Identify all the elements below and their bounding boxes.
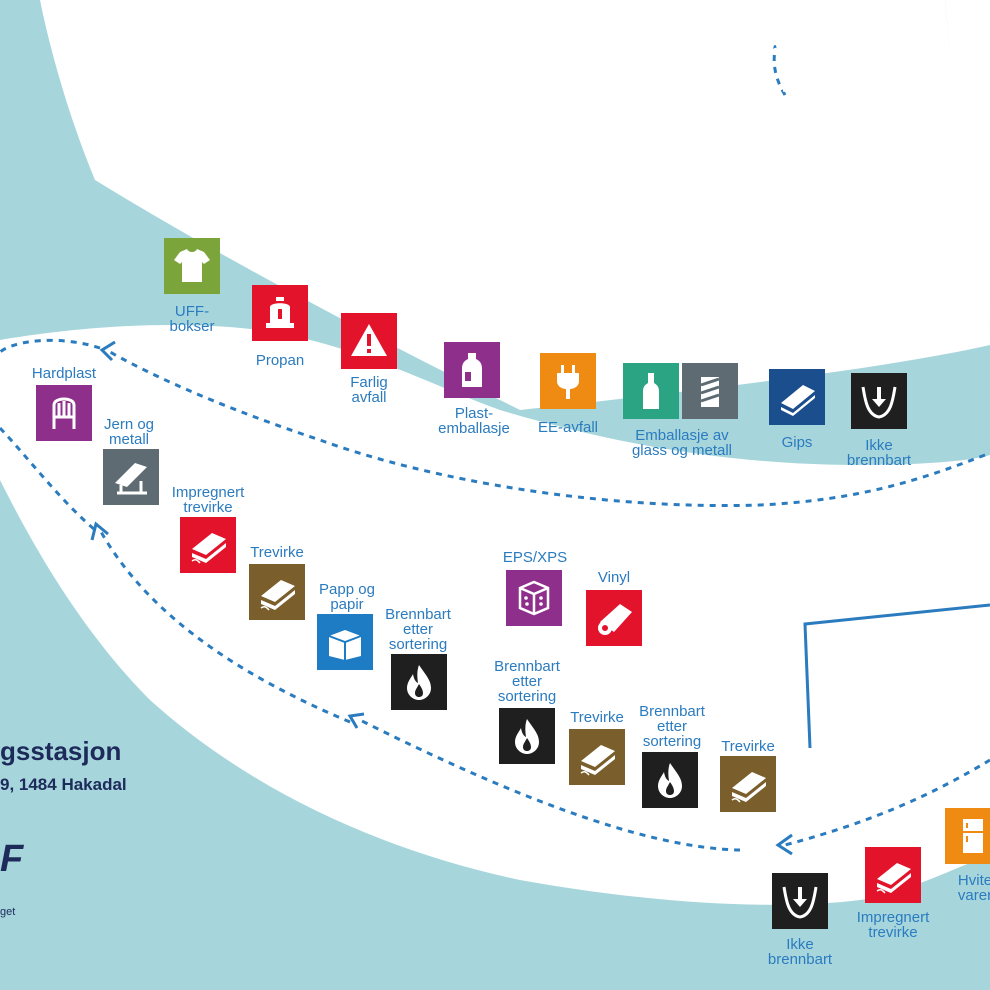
station-label-hvite: Hvite varer <box>957 872 990 904</box>
building-outline <box>803 603 990 749</box>
station-uff <box>164 238 220 294</box>
station-label-ikke2: Ikke brennbart <box>767 936 833 968</box>
station-label-impregnert1: Impregnert trevirke <box>171 484 245 516</box>
plank-icon <box>260 580 295 611</box>
glass-bottle-icon <box>643 373 659 409</box>
station-label-plast: Plast- emballasje <box>438 405 510 437</box>
flame-icon <box>407 665 431 700</box>
chair-icon <box>52 397 76 429</box>
flame-icon <box>658 763 682 798</box>
upper-ground <box>40 0 990 410</box>
station-label-farlig: Farlig avfall <box>350 374 388 406</box>
station-plast <box>444 342 500 398</box>
station-eps <box>506 570 562 626</box>
station-papp <box>317 614 373 670</box>
station-trevirke3 <box>720 756 776 812</box>
station-label-propan: Propan <box>255 352 305 369</box>
plank-icon <box>876 863 911 894</box>
station-label-gips: Gips <box>781 434 813 451</box>
right-ground <box>945 0 990 330</box>
plug-icon <box>557 365 579 399</box>
warning-triangle-icon <box>351 324 387 356</box>
foam-icon <box>518 580 550 616</box>
station-label-trevirke1: Trevirke <box>250 544 304 561</box>
route-lines <box>0 44 990 852</box>
funnel-icon <box>782 886 818 919</box>
station-vinyl <box>586 590 642 646</box>
station-hardplast <box>36 385 92 441</box>
station-label-brenn2: Brennbart etter sortering <box>494 658 560 705</box>
gas-cylinder-icon <box>266 297 294 328</box>
station-hvite <box>945 808 990 864</box>
station-impregnert1 <box>180 517 236 573</box>
route-right <box>784 758 990 847</box>
bottle-icon <box>462 353 482 387</box>
route-arrows <box>90 340 793 856</box>
route-lower-left <box>98 529 351 724</box>
can-icon <box>700 377 720 407</box>
plank-icon <box>580 745 615 776</box>
station-label-ikke1: Ikke brennbart <box>846 437 912 469</box>
route-middle <box>359 718 741 852</box>
station-label-uff: UFF- bokser <box>169 303 215 335</box>
station-label-papp: Papp og papir <box>319 581 375 613</box>
station-gips <box>769 369 825 425</box>
station-label-trevirke2: Trevirke <box>570 709 624 726</box>
station-label-eps: EPS/XPS <box>502 549 568 566</box>
road-arrow <box>764 39 788 99</box>
station-glass <box>623 363 679 419</box>
route-left <box>0 426 96 532</box>
station-label-ee: EE-avfall <box>537 419 599 436</box>
site-address: 9, 1484 Hakadal <box>0 775 127 794</box>
box-icon <box>328 630 362 660</box>
station-label-hardplast: Hardplast <box>31 365 97 382</box>
logo-subtext: get <box>0 906 16 918</box>
beam-icon <box>115 463 147 495</box>
route-upper-left <box>0 338 101 354</box>
board-icon <box>781 385 815 416</box>
station-metallbox <box>682 363 738 419</box>
station-impregnert2 <box>865 847 921 903</box>
station-trevirke2 <box>569 729 625 785</box>
station-label-vinyl: Vinyl <box>597 569 631 586</box>
road-label: Gamle Glittrevei <box>796 66 883 80</box>
station-jern <box>103 449 159 505</box>
logo-mark: F <box>0 838 24 880</box>
station-brenn2 <box>499 708 555 764</box>
station-brenn1 <box>391 654 447 710</box>
fridge-icon <box>963 819 983 853</box>
station-farlig <box>341 313 397 369</box>
station-propan <box>252 285 308 341</box>
station-label-jern: Jern og metall <box>103 416 155 448</box>
plank-icon <box>191 533 226 564</box>
station-ikke2 <box>772 873 828 929</box>
station-label-glass: Emballasje av glass og metall <box>631 427 733 459</box>
station-label-trevirke3: Trevirke <box>721 738 775 755</box>
station-brenn3 <box>642 752 698 808</box>
station-ikke1 <box>851 373 907 429</box>
station-label-brenn3: Brennbart etter sortering <box>639 703 705 750</box>
station-ee <box>540 353 596 409</box>
site-title: gsstasjon <box>0 736 122 766</box>
route-upper <box>109 350 986 508</box>
tshirt-icon <box>174 249 210 282</box>
route-road <box>772 44 787 96</box>
roll-icon <box>598 604 632 635</box>
station-label-brenn1: Brennbart etter sortering <box>385 606 451 653</box>
plank-icon <box>731 772 766 803</box>
station-label-impregnert2: Impregnert trevirke <box>856 909 930 941</box>
funnel-icon <box>861 386 897 419</box>
station-trevirke1 <box>249 564 305 620</box>
flame-icon <box>515 719 539 754</box>
